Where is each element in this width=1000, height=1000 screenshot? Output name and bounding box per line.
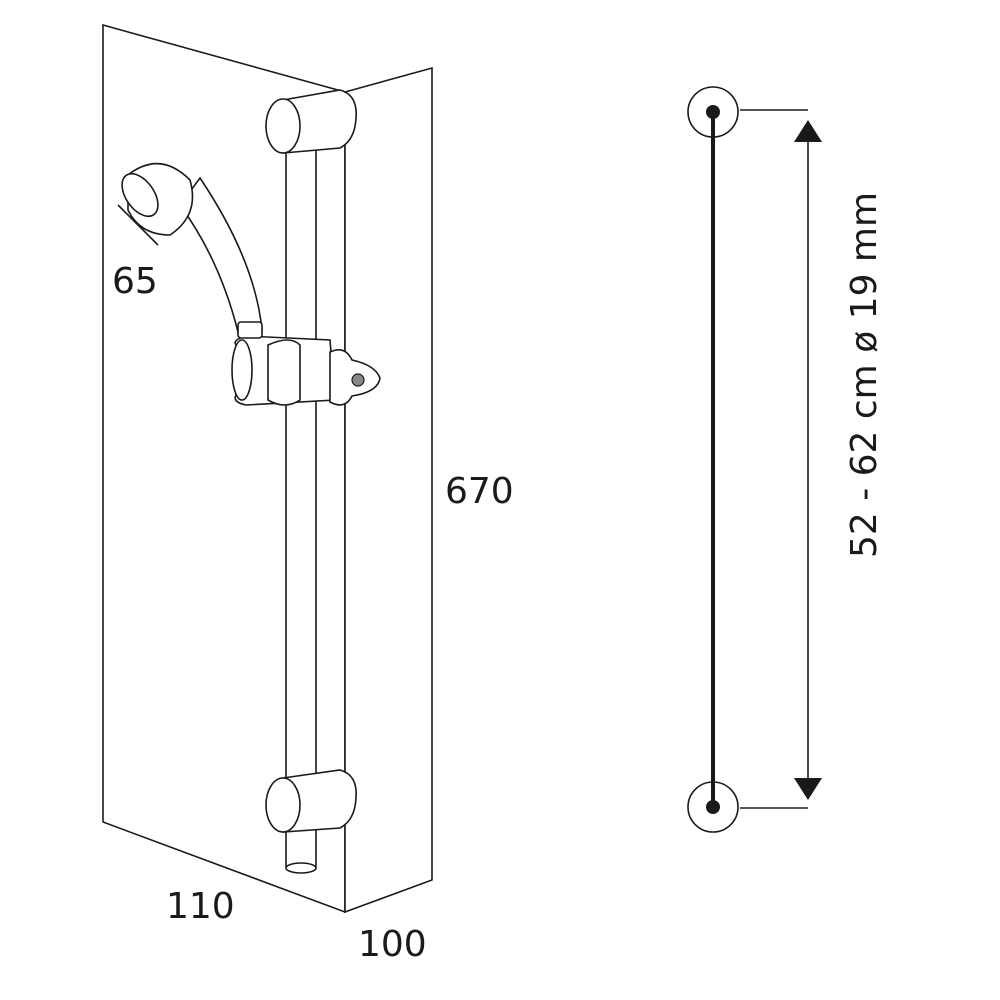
head-diameter-label: 65 [112, 261, 158, 302]
width-label: 110 [166, 886, 235, 927]
bottom-bracket [265, 769, 357, 833]
rail-slider [231, 335, 381, 406]
top-bracket [265, 89, 357, 154]
slide-rail [285, 129, 317, 874]
wall-panel [102, 23, 433, 914]
depth-label: 100 [358, 924, 427, 965]
height-label: 670 [445, 471, 514, 512]
rail-schematic [687, 86, 822, 833]
rail-spec-label: 52 - 62 cm ø 19 mm [844, 192, 885, 558]
hand-shower [117, 162, 263, 339]
